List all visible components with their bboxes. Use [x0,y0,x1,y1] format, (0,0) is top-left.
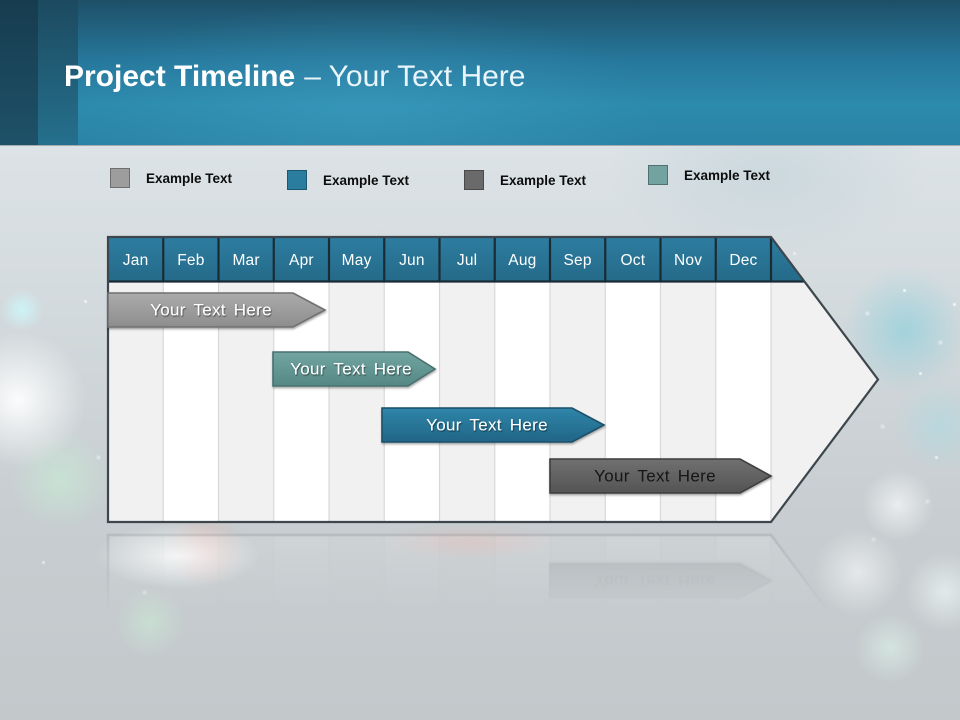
timeline-svg: Jan Feb Mar Apr May Jun Jul Aug Sep Oct … [106,235,880,524]
month-label: Sep [564,252,592,269]
month-label: Mar [232,252,259,269]
legend-swatch [464,170,484,190]
title-bar: Project Timeline– Your Text Here [0,0,960,145]
month-label: May [342,252,372,269]
month-label: Nov [674,252,702,269]
table-stripe [273,536,329,626]
slide-title-primary: Project Timeline [64,60,296,93]
month-label: Dec [729,252,757,269]
month-label: Aug [508,252,536,269]
month-label: Apr [289,252,314,269]
timeline-svg: Jan Feb Mar Apr May Jun Jul Aug Sep Oct … [106,533,880,627]
legend-item: Example Text [464,170,586,190]
legend-label: Example Text [146,170,233,186]
legend-label: Example Text [500,172,587,188]
table-stripe [384,282,440,521]
table-stripe [163,536,219,626]
task-label: Your Text Here [426,623,548,627]
table-stripe [384,536,440,626]
table-stripe [494,282,550,521]
legend-swatch [648,165,668,185]
slide-title-secondary: – Your Text Here [304,60,526,93]
legend-item: Example Text [287,170,409,190]
task-arrow-group: Your Text Here [549,563,773,599]
month-label: Feb [177,252,204,269]
header-accent-band-dark [0,0,38,145]
task-arrow-group: Your Text Here [381,407,606,443]
task-label: Your Text Here [594,467,716,486]
task-label: Your Text Here [594,572,716,591]
legend-label: Example Text [323,172,410,188]
task-label: Your Text Here [426,416,548,435]
task-arrow-group: Your Text Here [549,458,773,494]
task-label: Your Text Here [290,360,412,379]
slide-title: Project Timeline– Your Text Here [64,60,525,93]
month-label: Jan [123,252,149,269]
task-arrow-group: Your Text Here [107,292,327,328]
legend-swatch [287,170,307,190]
timeline-reflection: Jan Feb Mar Apr May Jun Jul Aug Sep Oct … [105,530,885,626]
task-arrow-group: Your Text Here [272,351,437,387]
month-label: Jun [399,252,425,269]
legend-label: Example Text [684,167,771,183]
table-stripe [494,536,550,626]
month-label: Jul [457,252,477,269]
legend-item: Example Text [648,165,770,185]
month-label: Oct [621,252,646,269]
task-arrow-group: Your Text Here [381,614,606,627]
timeline-chart: Jan Feb Mar Apr May Jun Jul Aug Sep Oct … [105,235,885,527]
task-label: Your Text Here [150,301,272,320]
legend-swatch [110,168,130,188]
legend-item: Example Text [110,168,232,188]
